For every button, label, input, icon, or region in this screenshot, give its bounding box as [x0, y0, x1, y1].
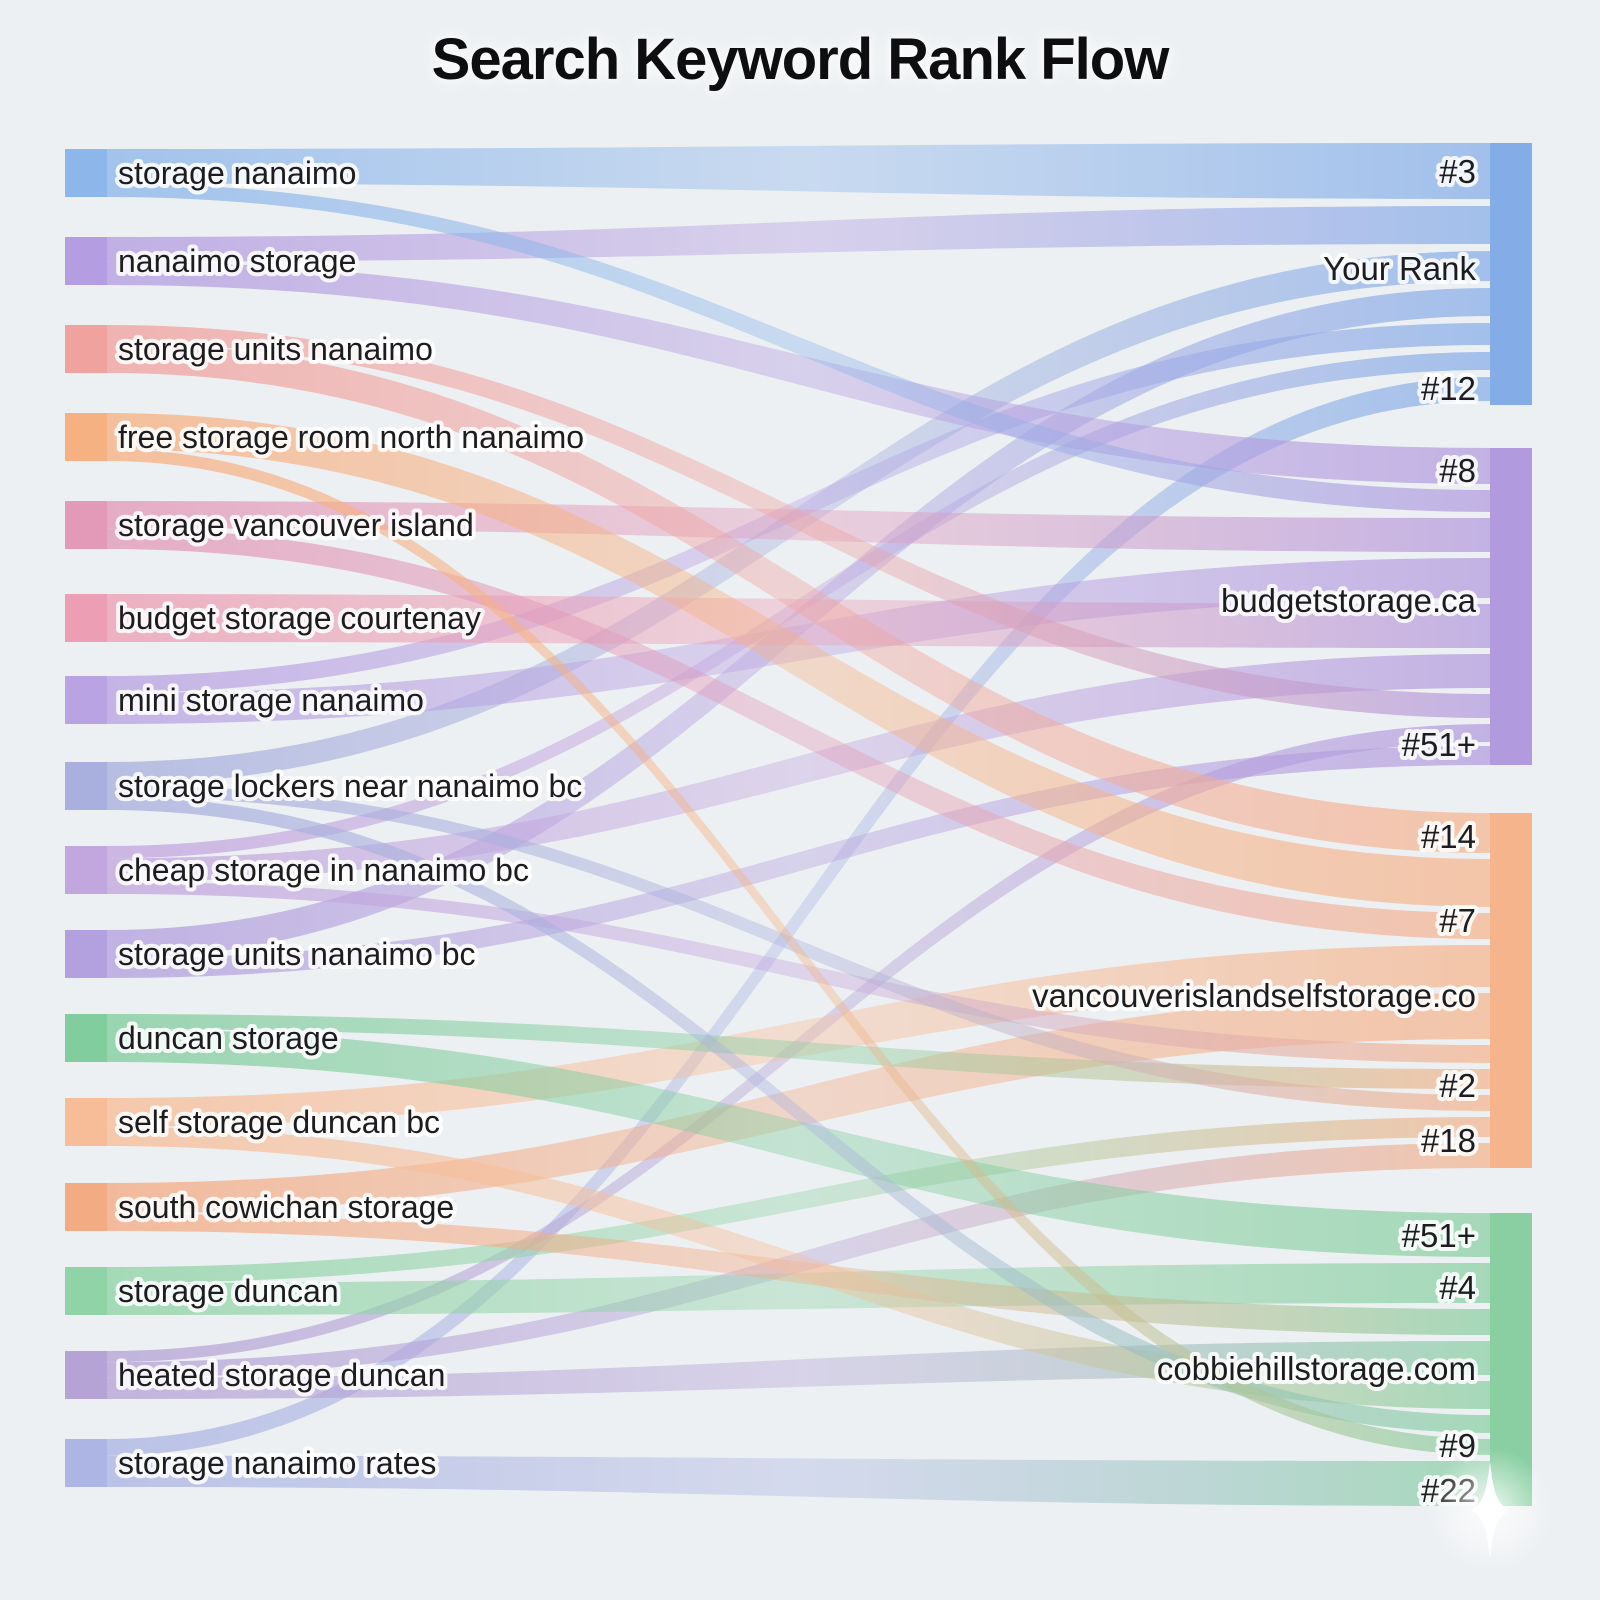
keyword-label: storage duncan [118, 1273, 339, 1309]
site-node [1490, 143, 1532, 405]
keyword-node [65, 1267, 107, 1315]
keyword-node [65, 501, 107, 549]
site-node [1490, 448, 1532, 765]
keyword-label: mini storage nanaimo [118, 682, 424, 718]
flow-ribbon [107, 1117, 1490, 1283]
rank-label: #51+ [1402, 726, 1476, 763]
flow-ribbon [107, 449, 1490, 1455]
flow-ribbon [107, 343, 1490, 853]
flow-ribbon [107, 746, 1490, 978]
keyword-node [65, 762, 107, 810]
rank-label: #7 [1439, 902, 1476, 939]
site-node [1490, 813, 1532, 1168]
keyword-label: duncan storage [118, 1020, 339, 1056]
keyword-node [65, 237, 107, 285]
keyword-node [65, 149, 107, 197]
flow-ribbon [107, 1455, 1490, 1506]
keyword-node [65, 1014, 107, 1062]
keyword-label: nanaimo storage [118, 243, 356, 279]
keyword-label: budget storage courtenay [118, 600, 481, 636]
flow-ribbon [107, 1029, 1490, 1257]
keyword-label: storage units nanaimo [118, 331, 433, 367]
flow-ribbon [107, 594, 1490, 648]
rank-label: #12 [1421, 370, 1476, 407]
rank-label: #8 [1439, 452, 1476, 489]
chart-title: Search Keyword Rank Flow [431, 27, 1170, 92]
keyword-node [65, 1351, 107, 1399]
rank-label: #4 [1439, 1269, 1476, 1306]
keyword-node [65, 1183, 107, 1231]
keyword-node [65, 846, 107, 894]
keyword-node [65, 325, 107, 373]
keyword-label: free storage room north nanaimo [118, 419, 584, 455]
keyword-node [65, 676, 107, 724]
flow-ribbon [107, 796, 1490, 1433]
keyword-node [65, 1098, 107, 1146]
keyword-label: cheap storage in nanaimo bc [118, 852, 529, 888]
keyword-node [65, 594, 107, 642]
rank-label: #2 [1439, 1067, 1476, 1104]
flow-ribbon [107, 183, 1490, 512]
flow-ribbon [107, 528, 1490, 939]
keyword-label: heated storage duncan [118, 1357, 445, 1393]
site-label: Your Rank [1323, 250, 1476, 287]
keyword-node [65, 930, 107, 978]
rank-label: #3 [1439, 153, 1476, 190]
flow-ribbon [107, 206, 1490, 262]
keyword-label: storage nanaimo rates [118, 1445, 436, 1481]
keyword-label: storage lockers near nanaimo bc [118, 768, 582, 804]
rank-label: #18 [1421, 1122, 1476, 1159]
flow-ribbon [107, 325, 1490, 718]
rank-label: #51+ [1402, 1217, 1476, 1254]
flow-ribbon [107, 413, 1490, 907]
flow-ribbon [107, 881, 1490, 1063]
keyword-label: storage units nanaimo bc [118, 936, 476, 972]
keyword-label: storage nanaimo [118, 155, 356, 191]
flow-ribbon [107, 261, 1490, 484]
site-label: vancouverislandselfstorage.co [1032, 977, 1476, 1014]
flow-ribbon [107, 654, 1490, 882]
flow-ribbon [107, 323, 1490, 694]
site-label: budgetstorage.ca [1221, 582, 1477, 619]
flow-ribbon [107, 377, 1490, 1456]
sparkle-watermark-icon [1471, 1462, 1509, 1558]
keyword-node [65, 1439, 107, 1487]
site-label: cobbiehillstorage.com [1157, 1350, 1476, 1387]
flow-ribbon [107, 993, 1490, 1214]
keyword-label: storage vancouver island [118, 507, 474, 543]
keyword-label: self storage duncan bc [118, 1104, 440, 1140]
keyword-node [65, 413, 107, 461]
flow-ribbon [107, 143, 1490, 199]
rank-label: #14 [1421, 818, 1476, 855]
flow-ribbon [107, 1126, 1490, 1409]
keyword-label: south cowichan storage [118, 1189, 454, 1225]
